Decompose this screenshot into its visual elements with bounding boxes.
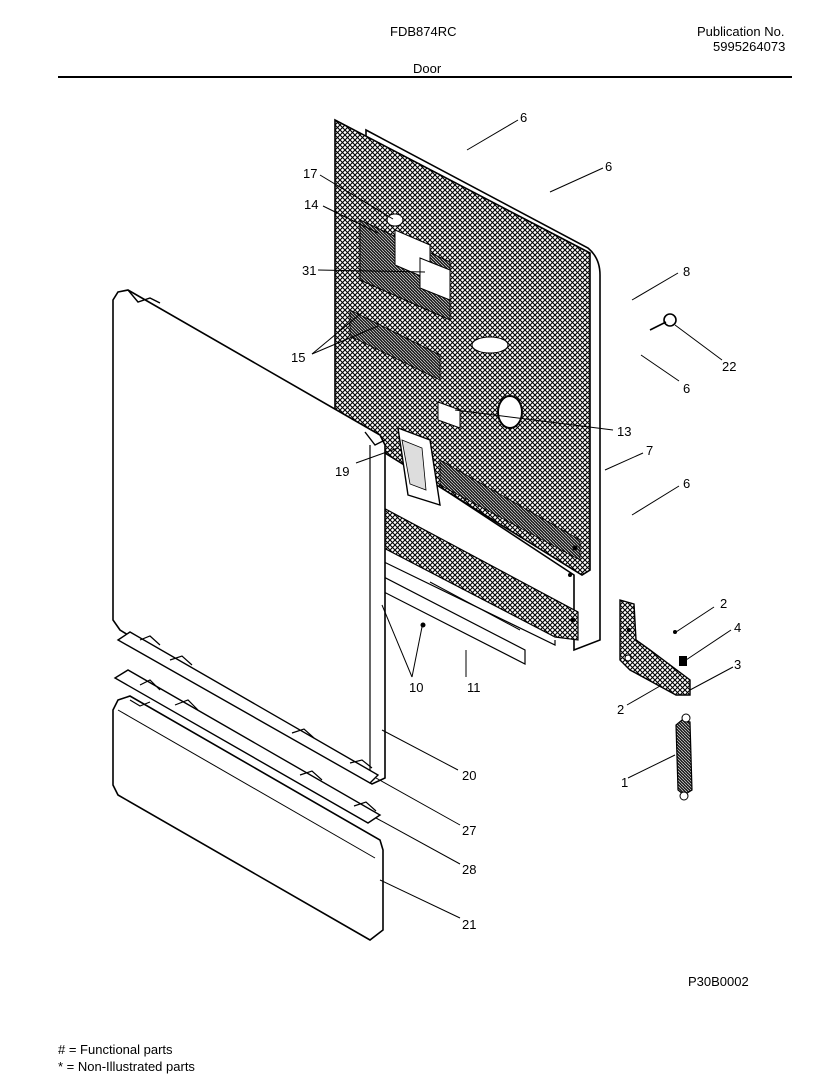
publication-label: Publication No. — [697, 24, 785, 39]
diagram-code: P30B0002 — [688, 974, 749, 989]
model-number: FDB874RC — [390, 24, 457, 39]
callout-2a: 2 — [720, 596, 727, 611]
callout-10: 10 — [409, 680, 423, 695]
publication-number: 5995264073 — [713, 39, 786, 54]
inner-door-panel — [334, 118, 601, 665]
callout-17: 17 — [303, 166, 317, 181]
callout-3: 3 — [734, 657, 741, 672]
callout-6c: 6 — [683, 381, 690, 396]
callout-8: 8 — [683, 264, 690, 279]
leader-lines — [311, 119, 734, 919]
small-hardware — [420, 313, 687, 666]
callout-28: 28 — [462, 862, 476, 877]
callout-15: 15 — [291, 350, 305, 365]
callout-11: 11 — [467, 680, 481, 695]
section-title: Door — [413, 61, 442, 76]
legend-non-illustrated: * = Non-Illustrated parts — [58, 1059, 195, 1074]
callout-6a: 6 — [520, 110, 527, 125]
header-rule — [58, 76, 792, 78]
callout-6d: 6 — [683, 476, 690, 491]
door-spring — [675, 713, 693, 801]
callout-20: 20 — [462, 768, 476, 783]
callout-2b: 2 — [617, 702, 624, 717]
callout-4: 4 — [734, 620, 741, 635]
callout-27: 27 — [462, 823, 476, 838]
callout-31: 31 — [302, 263, 316, 278]
door-trim-28 — [113, 669, 382, 824]
callout-1: 1 — [621, 775, 628, 790]
callout-14: 14 — [304, 197, 318, 212]
callout-21: 21 — [462, 917, 476, 932]
door-trim-27 — [116, 631, 380, 784]
callout-13: 13 — [617, 424, 631, 439]
outer-door-panel — [112, 289, 386, 785]
callout-7: 7 — [646, 443, 653, 458]
hinge-bracket — [619, 599, 691, 696]
legend-functional: # = Functional parts — [58, 1042, 173, 1057]
kick-panel — [112, 695, 384, 941]
callout-6b: 6 — [605, 159, 612, 174]
callout-22: 22 — [722, 359, 736, 374]
callout-19: 19 — [335, 464, 349, 479]
